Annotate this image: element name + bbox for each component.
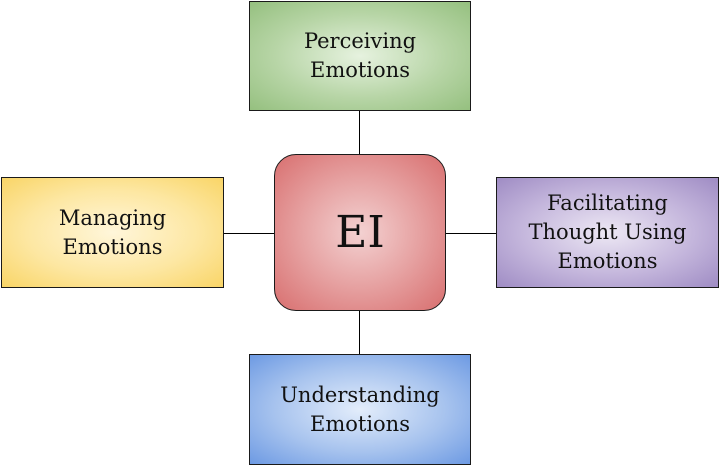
understanding-emotions-box: Understanding Emotions xyxy=(249,354,471,465)
ei-center-box: EI xyxy=(274,154,446,311)
facilitating-thought-label: Facilitating Thought Using Emotions xyxy=(528,191,687,273)
facilitating-thought-box: Facilitating Thought Using Emotions xyxy=(496,177,719,288)
perceiving-emotions-box: Perceiving Emotions xyxy=(249,1,471,111)
ei-center-label: EI xyxy=(335,206,385,258)
connector-left xyxy=(224,233,274,234)
connector-right xyxy=(446,233,496,234)
connector-bottom xyxy=(359,311,360,354)
managing-emotions-label: Managing Emotions xyxy=(58,205,167,259)
managing-emotions-box: Managing Emotions xyxy=(1,177,224,288)
perceiving-emotions-label: Perceiving Emotions xyxy=(303,29,417,82)
understanding-emotions-label: Understanding Emotions xyxy=(280,382,440,436)
connector-top xyxy=(359,111,360,154)
